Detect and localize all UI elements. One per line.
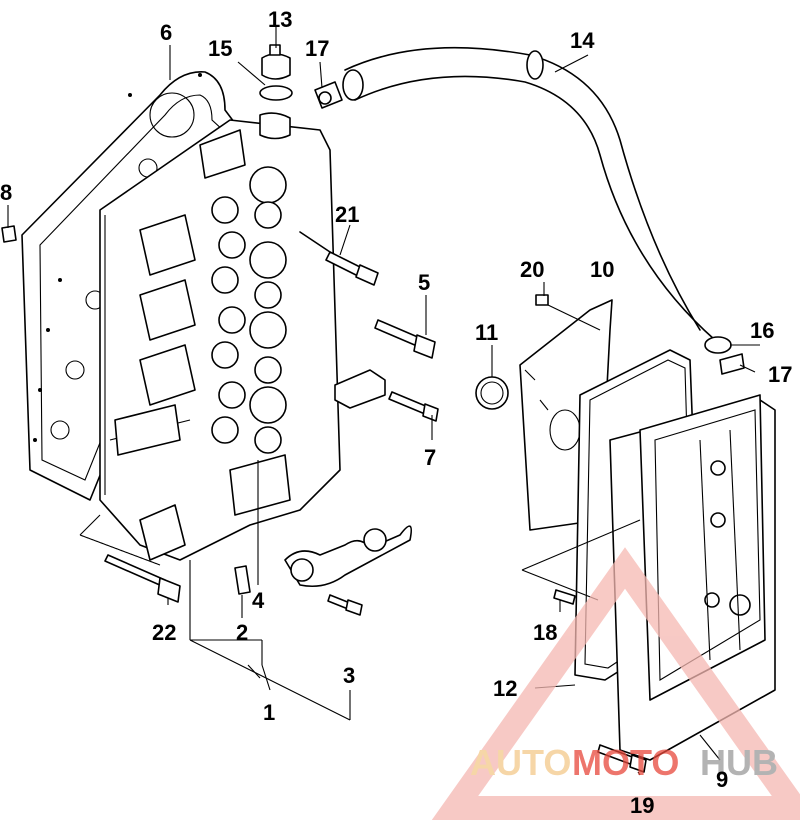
- bolt-20: [535, 294, 549, 306]
- filler-cap-13: [261, 44, 291, 80]
- bolt-7: [388, 391, 439, 422]
- callout-10: 10: [590, 257, 614, 282]
- camshaft-cap-upper: [334, 369, 386, 409]
- callout-3: 3: [343, 663, 355, 688]
- callout-17-right: 17: [768, 362, 792, 387]
- callout-7: 7: [424, 445, 436, 470]
- callout-5: 5: [418, 270, 430, 295]
- watermark-triangle: [431, 547, 800, 820]
- callout-22: 22: [152, 620, 176, 645]
- spark-plug-21: [299, 231, 379, 286]
- callout-20: 20: [520, 257, 544, 282]
- watermark-text-mid: MOTO: [572, 742, 679, 783]
- callout-15: 15: [208, 36, 232, 61]
- callout-11: 11: [475, 320, 498, 345]
- callout-4: 4: [252, 588, 265, 613]
- leader-lines: [7, 27, 760, 776]
- camshaft-cap-lower: [284, 525, 413, 588]
- bolt-22: [104, 554, 181, 603]
- callout-13: 13: [268, 7, 292, 32]
- hose-clamp-17-top: [314, 81, 343, 109]
- callout-2: 2: [236, 620, 248, 645]
- callout-8: 8: [0, 180, 12, 205]
- callout-12: 12: [493, 676, 517, 701]
- bolt-3: [327, 594, 363, 616]
- hose-14: [342, 46, 716, 341]
- callout-21: 21: [335, 202, 359, 227]
- callout-9: 9: [716, 767, 728, 792]
- plug-8: [1, 225, 17, 243]
- callout-14: 14: [570, 28, 595, 53]
- callout-19: 19: [630, 793, 654, 818]
- o-ring-11: [475, 376, 509, 410]
- hose-clamp-17-right: [719, 353, 745, 375]
- callout-16: 16: [750, 318, 774, 343]
- watermark-text-right: HUB: [700, 742, 778, 783]
- callout-1: 1: [263, 700, 275, 725]
- hose-16: [704, 336, 732, 354]
- cylinder-head: [99, 112, 341, 561]
- watermark-logo: AUTO MOTO HUB: [431, 547, 800, 820]
- bolt-18: [553, 589, 576, 605]
- o-ring-15: [259, 85, 293, 101]
- watermark-text-left: AUTO: [470, 742, 571, 783]
- dowel-pin-2: [234, 565, 251, 595]
- callout-6: 6: [160, 20, 172, 45]
- callout-labels: 13 6 15 17 14 8 21 20 10 5 11 16 17 7 4 …: [0, 7, 792, 818]
- bolt-5: [374, 319, 436, 359]
- callout-18: 18: [533, 620, 557, 645]
- callout-17-top: 17: [305, 36, 329, 61]
- bolt-19: [597, 744, 647, 773]
